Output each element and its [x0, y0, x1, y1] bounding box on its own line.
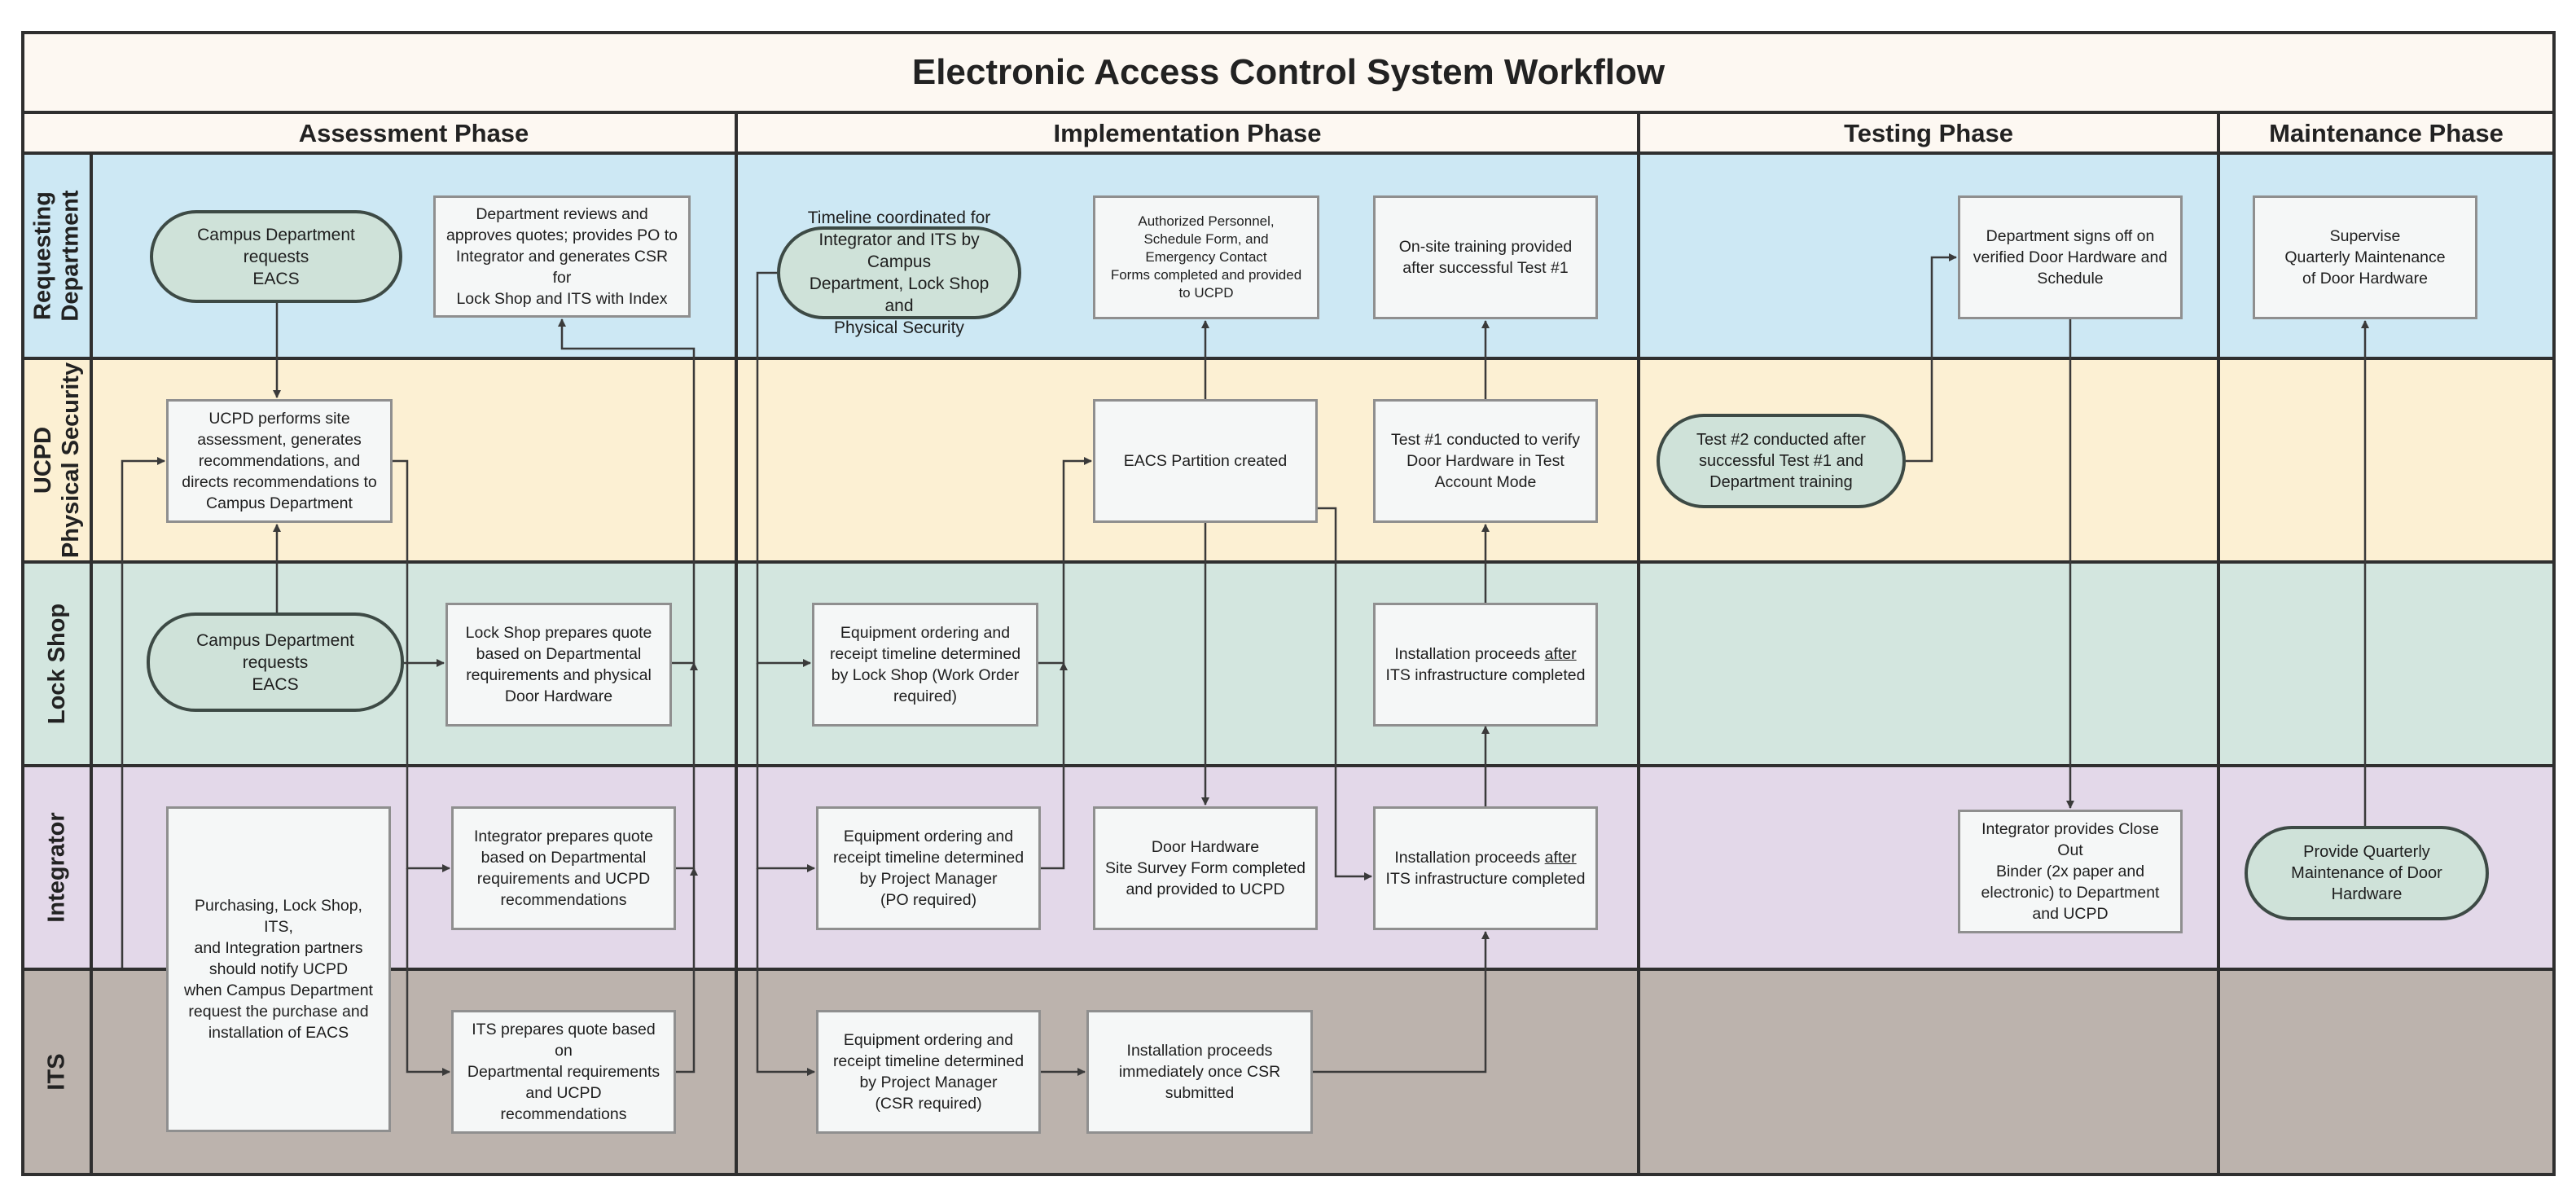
edge-notify-to-ucpd — [121, 457, 165, 968]
edge-timeline-to-integrator-ordering — [756, 663, 815, 872]
node-supervise-maintenance: Supervise Quarterly Maintenance of Door … — [2253, 195, 2477, 319]
node-its-equipment-ordering: Equipment ordering and receipt timeline … — [816, 1010, 1041, 1134]
node-lockshop-equipment-ordering: Equipment ordering and receipt timeline … — [812, 603, 1038, 727]
node-lockshop-quote: Lock Shop prepares quote based on Depart… — [445, 603, 672, 727]
node-its-installation: Installation proceeds immediately once C… — [1086, 1010, 1313, 1134]
edge-test2-to-signoff — [1906, 253, 1957, 463]
node-authorized-personnel-forms: Authorized Personnel, Schedule Form, and… — [1093, 195, 1319, 319]
edge-timeline-to-its-ordering — [756, 868, 815, 1076]
node-department-sign-off: Department signs off on verified Door Ha… — [1958, 195, 2183, 319]
edge-lockshop-ordering-to-partition — [1038, 457, 1092, 665]
node-test-2: Test #2 conducted after successful Test … — [1657, 414, 1906, 508]
node-site-survey-form: Door Hardware Site Survey Form completed… — [1093, 806, 1318, 930]
node-its-quote: ITS prepares quote based on Departmental… — [451, 1010, 676, 1134]
phase-implementation: Implementation Phase — [1053, 119, 1322, 147]
phase-testing: Testing Phase — [1844, 119, 2013, 147]
edge-integrator-ordering-to-partition — [1041, 662, 1068, 870]
node-integrator-quote: Integrator prepares quote based on Depar… — [451, 806, 676, 930]
node-integrator-equipment-ordering: Equipment ordering and receipt timeline … — [816, 806, 1041, 930]
phase-maintenance: Maintenance Phase — [2269, 119, 2504, 147]
header-background — [23, 33, 2554, 153]
edge-lockshop-quote-to-review — [558, 318, 696, 665]
edge-its-quote-to-review — [676, 867, 698, 1073]
node-onsite-training: On-site training provided after successf… — [1373, 195, 1598, 319]
node-campus-request-2: Campus Department requests EACS — [147, 612, 404, 712]
edge-its-install-to-integrator-install — [1313, 931, 1490, 1073]
edge-integrator-quote-to-review — [676, 662, 698, 870]
edge-ucpd-to-integrator-quote — [393, 459, 450, 872]
node-provide-maintenance: Provide Quarterly Maintenance of Door Ha… — [2245, 826, 2489, 920]
node-notify-ucpd: Purchasing, Lock Shop, ITS, and Integrat… — [166, 806, 391, 1132]
diagram-title: Electronic Access Control System Workflo… — [911, 52, 1665, 92]
phase-assessment: Assessment Phase — [298, 119, 529, 147]
node-ucpd-site-assessment: UCPD performs site assessment, generates… — [166, 399, 393, 523]
edge-timeline-to-lockshop-ordering — [756, 271, 811, 667]
edge-partition-to-integrator-install — [1318, 507, 1372, 880]
edge-ucpd-to-its-quote — [406, 868, 450, 1076]
node-campus-request-1: Campus Department requests EACS — [150, 210, 402, 303]
node-test-1: Test #1 conducted to verify Door Hardwar… — [1373, 399, 1598, 523]
node-department-reviews-quotes: Department reviews and approves quotes; … — [433, 195, 691, 318]
lane-lockshop-background — [23, 562, 2554, 766]
node-eacs-partition: EACS Partition created — [1093, 399, 1318, 523]
node-close-out-binder: Integrator provides Close Out Binder (2x… — [1958, 810, 2183, 933]
